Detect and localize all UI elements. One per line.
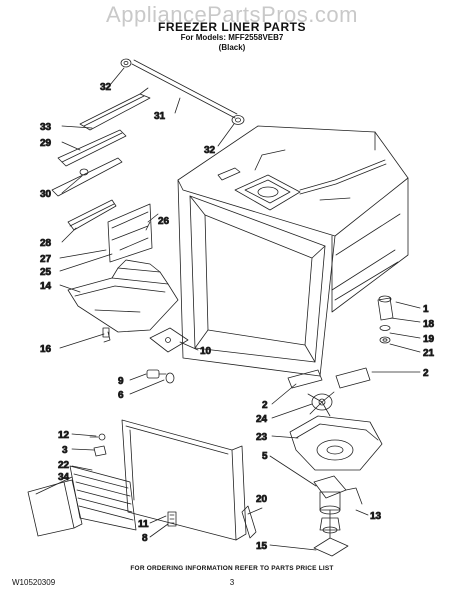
callout-5: 5 (262, 451, 268, 462)
callout-29: 29 (40, 138, 52, 149)
callout-14: 14 (40, 281, 52, 292)
color-line: (Black) (218, 43, 246, 52)
leader-lines (35, 67, 421, 551)
callout-6: 6 (118, 390, 124, 401)
ordering-note: FOR ORDERING INFORMATION REFER TO PARTS … (130, 565, 334, 572)
callout-27: 27 (40, 254, 52, 265)
callout-32-top: 32 (100, 82, 112, 93)
callout-19: 19 (423, 334, 435, 345)
models-line: For Models: MFF2558VEB7 (180, 33, 284, 42)
page-title: FREEZER LINER PARTS (158, 20, 306, 34)
callout-20: 20 (256, 494, 268, 505)
callout-16: 16 (40, 344, 52, 355)
callout-11: 11 (138, 519, 149, 530)
foam-strip-drawing (287, 367, 371, 389)
damper-drawing (377, 295, 394, 344)
callout-2-left: 2 (262, 400, 268, 411)
models-header: For Models: MFF2558VEB7 (Black) (0, 33, 464, 53)
watermark: AppliancePartsPros.com (106, 2, 358, 27)
callout-21: 21 (423, 348, 435, 359)
callout-32-right: 32 (204, 145, 216, 156)
callout-25: 25 (40, 267, 52, 278)
fan-housing-drawing (289, 391, 383, 471)
callout-31: 31 (154, 111, 166, 122)
shaft-assembly-drawing (120, 58, 245, 125)
page-number: 3 (229, 578, 235, 587)
rail-bracket-drawing (51, 87, 159, 263)
callout-26: 26 (158, 216, 170, 227)
callout-13: 13 (370, 511, 382, 522)
callout-30: 30 (40, 189, 52, 200)
callout-24: 24 (256, 414, 268, 425)
callout-9: 9 (118, 376, 124, 387)
callout-23: 23 (256, 432, 268, 443)
diffuser-tray-drawing (67, 259, 189, 353)
document-id: W10520309 (12, 578, 56, 587)
callout-1: 1 (423, 304, 429, 315)
callout-12: 12 (58, 430, 70, 441)
callout-22: 22 (58, 460, 70, 471)
callout-8: 8 (142, 533, 148, 544)
callout-34: 34 (58, 472, 70, 483)
callout-10: 10 (200, 346, 212, 357)
freezer-liner-drawing (177, 125, 409, 377)
grille-drawing (27, 465, 137, 537)
callout-2-right: 2 (423, 368, 429, 379)
callout-3: 3 (62, 445, 68, 456)
callout-numbers: 32 31 32 33 29 30 26 28 27 25 14 16 10 1… (40, 82, 435, 553)
fastener-drawing (146, 369, 175, 384)
callout-33: 33 (40, 122, 52, 133)
callout-18: 18 (423, 319, 435, 330)
callout-15: 15 (256, 541, 268, 552)
callout-28: 28 (40, 238, 52, 249)
access-panel-drawing (89, 419, 247, 541)
motor-assembly-drawing (241, 475, 363, 557)
